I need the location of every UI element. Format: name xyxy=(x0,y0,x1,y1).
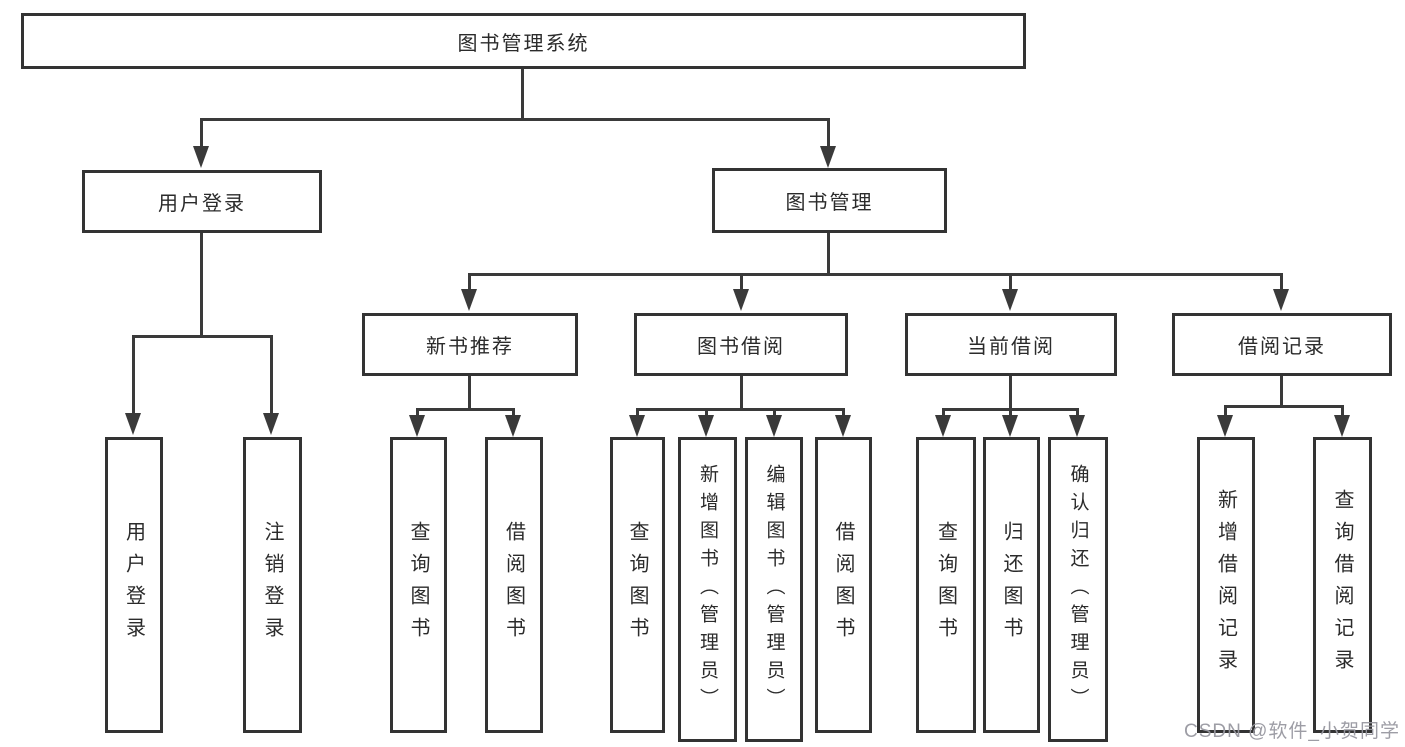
node-user-login: 用户登录 xyxy=(82,170,322,233)
connector-new-book-rec-bar xyxy=(416,408,515,411)
leaf-query-book: 查询图书 xyxy=(390,437,447,733)
connector-borrow-record-bar xyxy=(1224,405,1344,408)
leaf-borrow-book: 借阅图书 xyxy=(815,437,872,733)
leaf-edit-book-admin: 编辑图书（管理员） xyxy=(745,437,803,742)
leaf-query-borrow-record: 查询借阅记录 xyxy=(1313,437,1372,733)
arrow-down-icon xyxy=(1002,415,1018,437)
connector-drop-user-login xyxy=(200,118,203,148)
connector-drop-new-book-rec xyxy=(468,273,471,291)
connector-drop-leaf-user-login xyxy=(132,335,135,415)
arrow-down-icon xyxy=(409,415,425,437)
node-current-borrow: 当前借阅 xyxy=(905,313,1117,376)
connector-drop-leaf xyxy=(416,408,419,417)
arrow-down-icon xyxy=(629,415,645,437)
connector-user-login-stem xyxy=(200,233,203,335)
connector-drop-leaf xyxy=(842,408,845,417)
connector-drop-leaf xyxy=(773,408,776,417)
leaf-borrow-book: 借阅图书 xyxy=(485,437,543,733)
connector-drop-leaf xyxy=(512,408,515,417)
connector-borrow-record-stem xyxy=(1280,376,1283,405)
connector-drop-leaf xyxy=(1341,405,1344,417)
connector-drop-leaf xyxy=(705,408,708,417)
arrow-down-icon xyxy=(1273,289,1289,311)
connector-user-login-bar xyxy=(132,335,273,338)
arrow-down-icon xyxy=(125,413,141,435)
node-borrow-record: 借阅记录 xyxy=(1172,313,1392,376)
arrow-down-icon xyxy=(1069,415,1085,437)
arrow-down-icon xyxy=(698,415,714,437)
connector-book-borrow-stem xyxy=(740,376,743,408)
arrow-down-icon xyxy=(835,415,851,437)
connector-book-borrow-bar xyxy=(636,408,845,411)
node-book-mgmt: 图书管理 xyxy=(712,168,947,233)
leaf-add-book-admin: 新增图书（管理员） xyxy=(678,437,737,742)
arrow-down-icon xyxy=(461,289,477,311)
arrow-down-icon xyxy=(820,146,836,168)
arrow-down-icon xyxy=(505,415,521,437)
connector-book-mgmt-stem xyxy=(827,233,830,273)
leaf-query-book: 查询图书 xyxy=(610,437,665,733)
leaf-user-login: 用户登录 xyxy=(105,437,163,733)
connector-root-bar xyxy=(201,118,830,121)
leaf-confirm-return-admin: 确认归还（管理员） xyxy=(1048,437,1108,742)
connector-root-stem xyxy=(521,69,524,118)
connector-drop-leaf xyxy=(1009,408,1012,417)
arrow-down-icon xyxy=(766,415,782,437)
connector-drop-leaf xyxy=(942,408,945,417)
connector-drop-borrow-record xyxy=(1280,273,1283,291)
connector-drop-book-mgmt xyxy=(827,118,830,148)
connector-drop-current-borrow xyxy=(1009,273,1012,291)
arrow-down-icon xyxy=(935,415,951,437)
node-book-borrow: 图书借阅 xyxy=(634,313,848,376)
connector-drop-leaf xyxy=(636,408,639,417)
connector-drop-leaf xyxy=(1076,408,1079,417)
arrow-down-icon xyxy=(1002,289,1018,311)
connector-new-book-rec-stem xyxy=(468,376,471,408)
leaf-return-book: 归还图书 xyxy=(983,437,1040,733)
arrow-down-icon xyxy=(263,413,279,435)
arrow-down-icon xyxy=(1334,415,1350,437)
arrow-down-icon xyxy=(193,146,209,168)
connector-drop-leaf-logout xyxy=(270,335,273,415)
arrow-down-icon xyxy=(733,289,749,311)
arrow-down-icon xyxy=(1217,415,1233,437)
connector-drop-book-borrow xyxy=(740,273,743,291)
csdn-watermark: CSDN @软件_小贺同学 xyxy=(1184,721,1400,742)
connector-current-borrow-stem xyxy=(1009,376,1012,408)
leaf-query-book: 查询图书 xyxy=(916,437,976,733)
leaf-logout: 注销登录 xyxy=(243,437,302,733)
node-root: 图书管理系统 xyxy=(21,13,1026,69)
connector-book-mgmt-bar xyxy=(468,273,1283,276)
connector-drop-leaf xyxy=(1224,405,1227,417)
node-new-book-rec: 新书推荐 xyxy=(362,313,578,376)
leaf-add-borrow-record: 新增借阅记录 xyxy=(1197,437,1255,733)
